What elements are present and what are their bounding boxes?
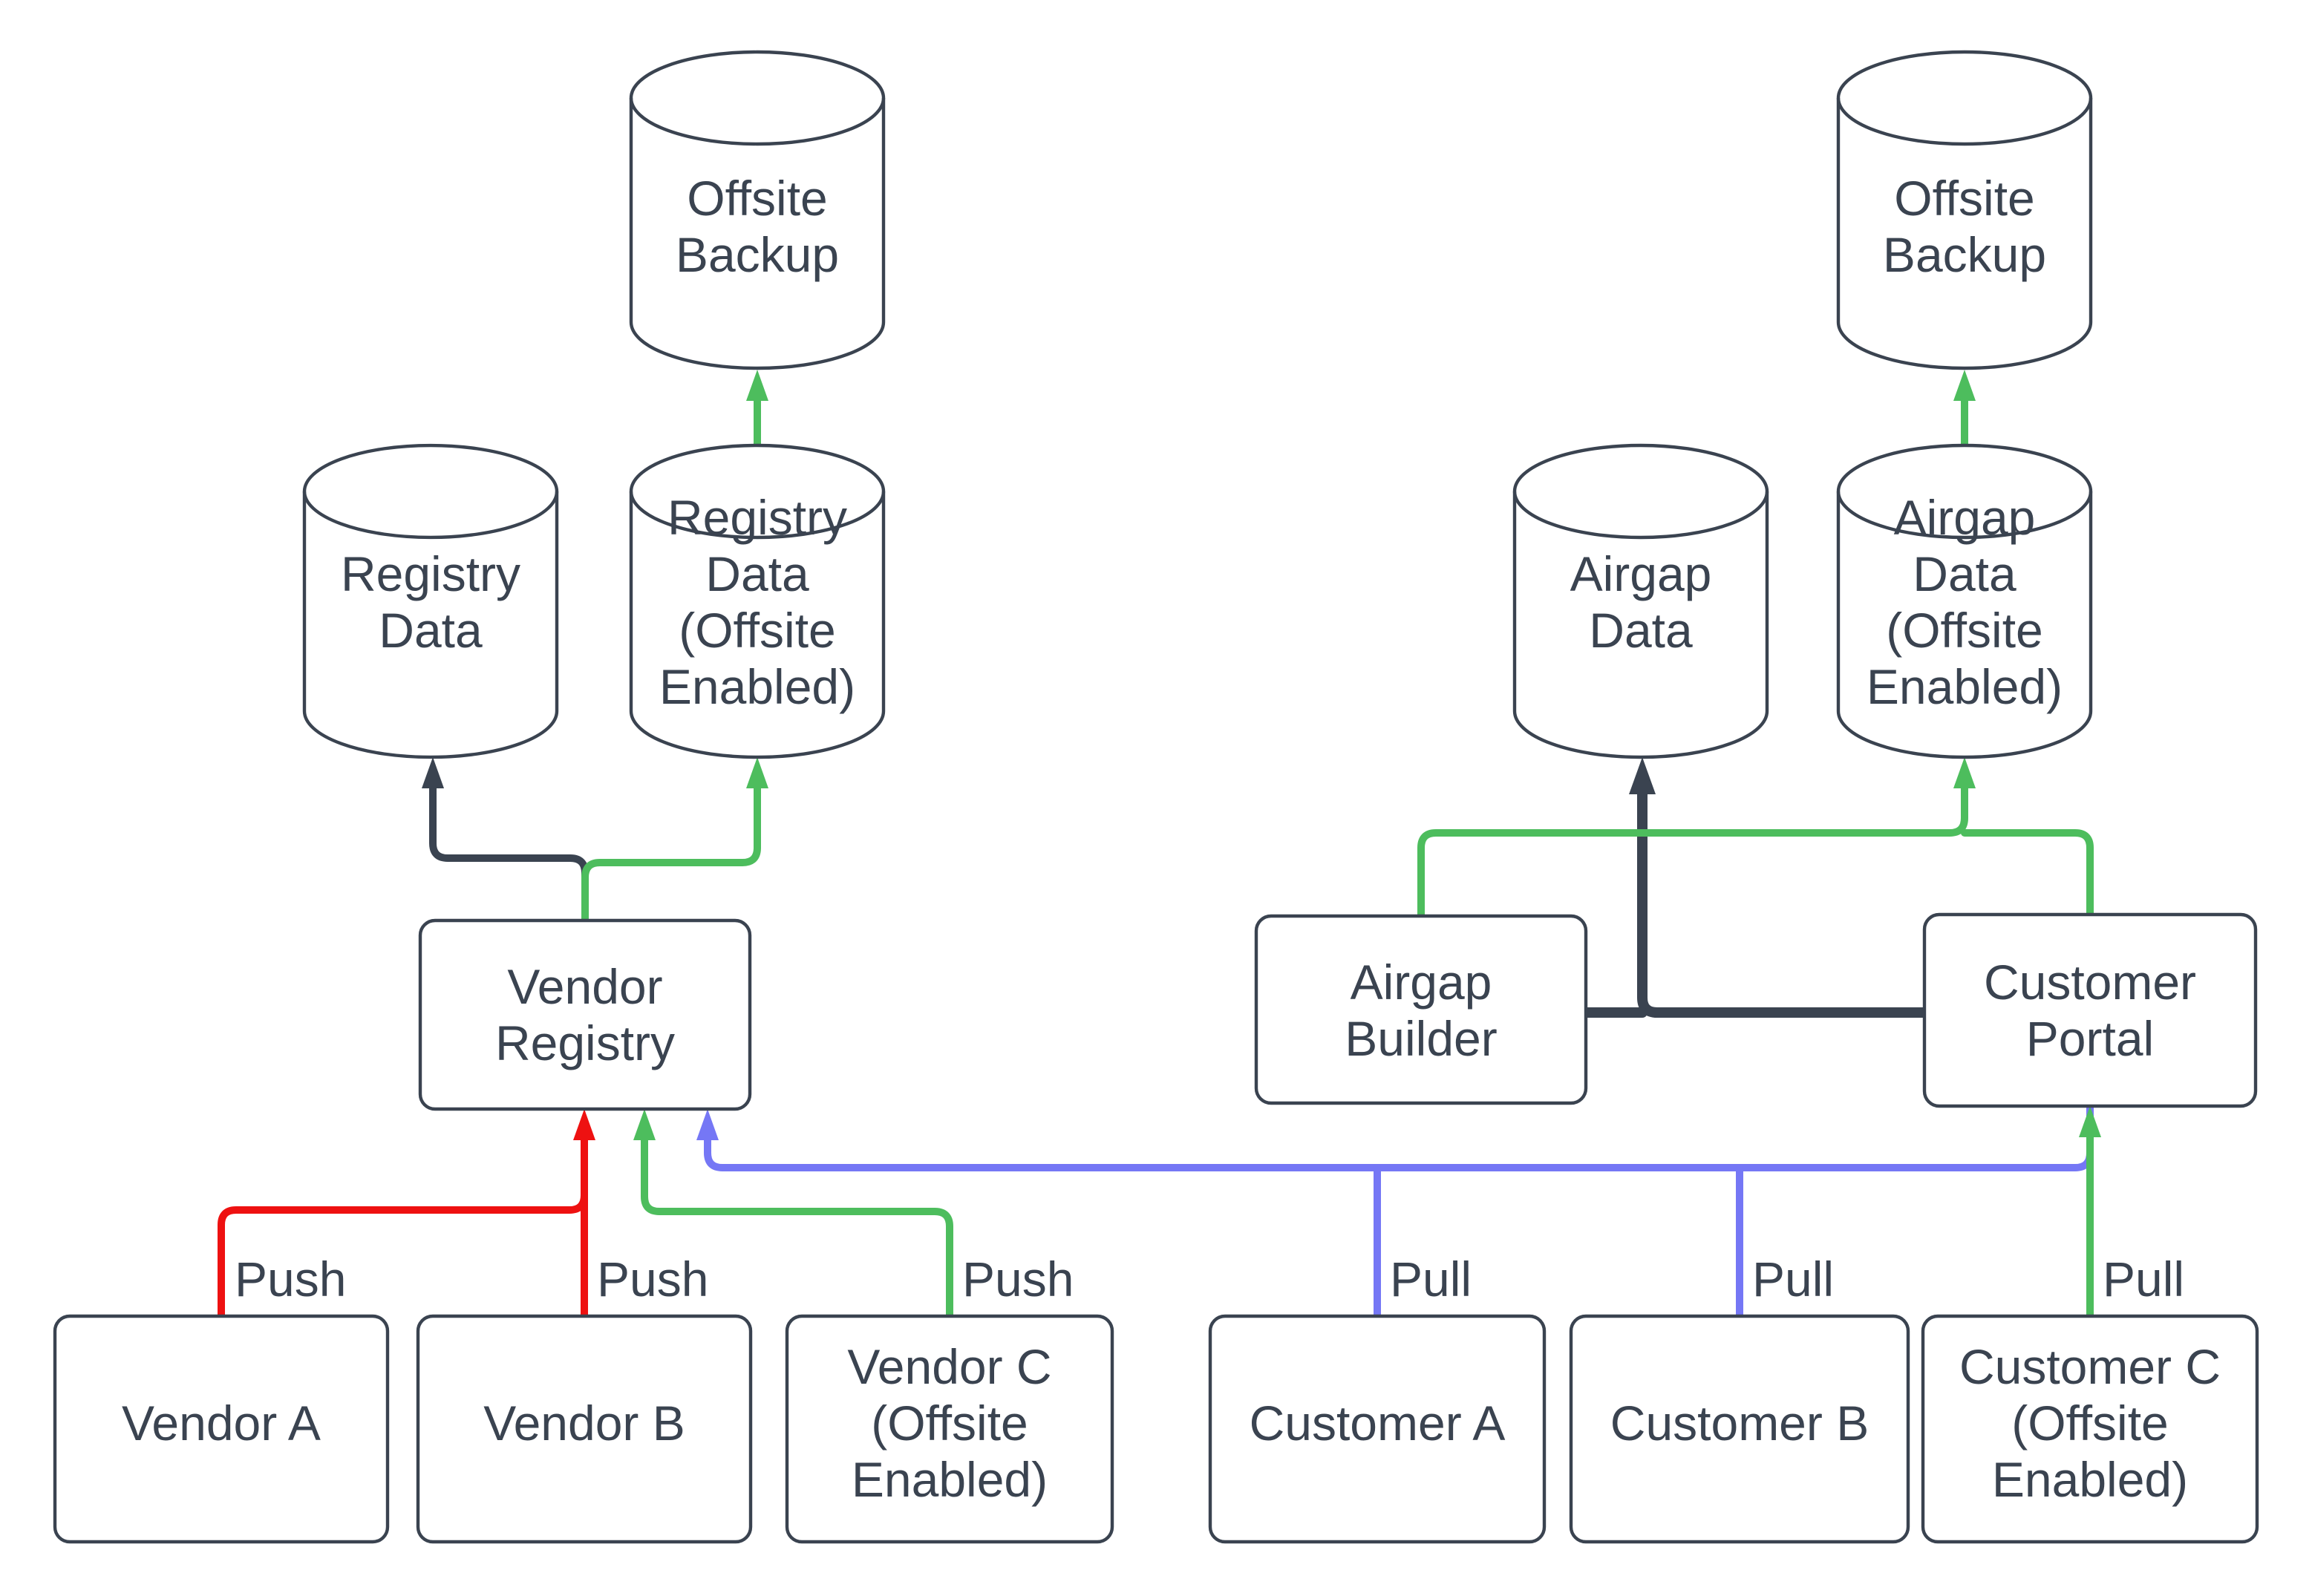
edge-airgap-builder-to-airgap-data-offsite bbox=[1417, 782, 1968, 920]
arrowhead-into-offsite-backup-right bbox=[1953, 370, 1976, 401]
registry-data-body bbox=[302, 443, 559, 759]
edge-label-pull-customer-c: Pull bbox=[2103, 1252, 2184, 1306]
arrowhead-into-airgap-data bbox=[1629, 757, 1656, 794]
registry-data-offsite-label: (Offsite bbox=[679, 603, 836, 658]
registry-data-offsite-label: Registry bbox=[667, 490, 847, 545]
cylinder-registry-data: Registry Data bbox=[302, 443, 559, 759]
edge-label-push-vendor-b: Push bbox=[597, 1252, 708, 1306]
arrowhead-into-offsite-backup-left bbox=[746, 370, 768, 401]
vendor-c-box bbox=[785, 1314, 1114, 1544]
vendor-registry-box bbox=[418, 918, 752, 1111]
edge-vendor-registry-to-registry-data bbox=[429, 782, 589, 924]
box-customer-portal: Customer Portal bbox=[1922, 912, 2258, 1108]
airgap-data-offsite-top-arc bbox=[1836, 491, 2093, 540]
edge-group-green-pull bbox=[2079, 1106, 2101, 1320]
airgap-data-offsite-label: Enabled) bbox=[1867, 659, 2063, 714]
registry-data-label: Data bbox=[379, 603, 483, 658]
cylinder-airgap-data: Airgap Data bbox=[1512, 443, 1769, 759]
box-vendor-b: Vendor B bbox=[416, 1314, 753, 1544]
box-customer-a: Customer A bbox=[1208, 1314, 1547, 1544]
offsite-backup-left-body bbox=[629, 50, 886, 370]
edge-label-pull-customer-b: Pull bbox=[1752, 1252, 1834, 1306]
customer-b-label: Customer B bbox=[1610, 1396, 1869, 1451]
airgap-builder-label: Airgap bbox=[1351, 955, 1492, 1010]
cylinder-offsite-backup-left: Offsite Backup bbox=[629, 50, 886, 370]
airgap-builder-box bbox=[1254, 914, 1588, 1105]
cylinder-airgap-data-offsite: Airgap Data (Offsite Enabled) bbox=[1836, 443, 2093, 759]
edge-group-green-right bbox=[1417, 370, 2094, 920]
arrowhead-into-registry-data-offsite bbox=[746, 757, 768, 788]
edge-customer-portal-to-airgap-data bbox=[1637, 786, 1930, 1018]
offsite-backup-right-top-arc bbox=[1836, 97, 2093, 146]
offsite-backup-left-top-arc bbox=[629, 97, 886, 146]
offsite-backup-right-body bbox=[1836, 50, 2093, 370]
airgap-data-offsite-label: (Offsite bbox=[1886, 603, 2043, 658]
airgap-data-top-arc bbox=[1512, 491, 1769, 540]
offsite-backup-left-label: Offsite bbox=[687, 171, 828, 226]
arrowhead-green-into-vendor-registry bbox=[633, 1109, 656, 1140]
airgap-data-offsite-label: Airgap bbox=[1894, 490, 2036, 545]
cylinder-offsite-backup-right: Offsite Backup bbox=[1836, 50, 2093, 370]
vendor-registry-label: Vendor bbox=[507, 959, 662, 1014]
edge-label-push-vendor-c: Push bbox=[962, 1252, 1074, 1306]
offsite-backup-left-label: Backup bbox=[676, 227, 839, 282]
cylinder-registry-data-offsite: Registry Data (Offsite Enabled) bbox=[629, 443, 886, 759]
customer-c-label: (Offsite bbox=[2011, 1396, 2169, 1451]
airgap-data-offsite-body bbox=[1836, 443, 2093, 759]
box-vendor-c: Vendor C (Offsite Enabled) bbox=[785, 1314, 1114, 1544]
vendor-b-label: Vendor B bbox=[483, 1396, 685, 1451]
arrowhead-into-customer-portal bbox=[2079, 1106, 2101, 1137]
registry-data-top-arc bbox=[302, 491, 559, 540]
edge-vendor-c-to-vendor-registry bbox=[641, 1134, 953, 1320]
edge-group-dark-airgap bbox=[1582, 757, 1930, 1018]
edge-label-pull-customer-a: Pull bbox=[1390, 1252, 1472, 1306]
airgap-data-label: Data bbox=[1589, 603, 1693, 658]
vendor-c-label: Enabled) bbox=[852, 1452, 1048, 1507]
arrowhead-violet-into-vendor-registry bbox=[696, 1109, 719, 1140]
registry-data-offsite-top-arc bbox=[629, 491, 886, 540]
airgap-data-label: Airgap bbox=[1570, 546, 1712, 601]
vendor-b-box bbox=[416, 1314, 753, 1544]
arrowhead-red-into-vendor-registry bbox=[573, 1109, 595, 1140]
vendor-registry-label: Registry bbox=[495, 1016, 675, 1070]
customer-portal-label: Portal bbox=[2026, 1011, 2154, 1066]
offsite-backup-right-label: Offsite bbox=[1894, 171, 2035, 226]
box-customer-c: Customer C (Offsite Enabled) bbox=[1921, 1314, 2259, 1544]
box-vendor-a: Vendor A bbox=[53, 1314, 390, 1544]
vendor-a-box bbox=[53, 1314, 390, 1544]
vendor-a-label: Vendor A bbox=[122, 1396, 321, 1451]
customer-c-label: Customer C bbox=[1959, 1339, 2221, 1394]
edge-vendor-registry-to-registry-data-offsite bbox=[581, 782, 761, 924]
arrowhead-into-airgap-data-offsite bbox=[1953, 757, 1976, 788]
airgap-data-body bbox=[1512, 443, 1769, 759]
airgap-data-offsite-label: Data bbox=[1913, 546, 2017, 601]
edge-group-green-left bbox=[581, 370, 768, 924]
edge-label-push-vendor-a: Push bbox=[235, 1252, 346, 1306]
offsite-backup-right-label: Backup bbox=[1883, 227, 2046, 282]
box-airgap-builder: Airgap Builder bbox=[1254, 914, 1588, 1105]
airgap-builder-label: Builder bbox=[1345, 1011, 1497, 1066]
customer-a-label: Customer A bbox=[1250, 1396, 1506, 1451]
edge-customer-portal-to-airgap-data-offsite bbox=[1961, 829, 2094, 918]
edge-customer-portal-to-vendor-registry bbox=[704, 1102, 2094, 1171]
box-vendor-registry: Vendor Registry bbox=[418, 918, 752, 1111]
arrowhead-into-registry-data bbox=[422, 757, 444, 788]
registry-data-offsite-body bbox=[629, 443, 886, 759]
registry-data-label: Registry bbox=[341, 546, 520, 601]
vendor-c-label: (Offsite bbox=[871, 1396, 1028, 1451]
edge-group-green-push bbox=[633, 1109, 953, 1320]
customer-a-box bbox=[1208, 1314, 1547, 1544]
customer-portal-label: Customer bbox=[1984, 955, 2196, 1010]
customer-b-box bbox=[1569, 1314, 1910, 1544]
customer-c-box bbox=[1921, 1314, 2259, 1544]
edge-group-red-push bbox=[218, 1109, 595, 1320]
registry-data-offsite-label: Enabled) bbox=[659, 659, 855, 714]
edge-group-dark-registry bbox=[422, 757, 589, 924]
registry-data-offsite-label: Data bbox=[705, 546, 809, 601]
vendor-c-label: Vendor C bbox=[847, 1339, 1051, 1394]
customer-portal-box bbox=[1922, 912, 2258, 1108]
customer-c-label: Enabled) bbox=[1992, 1452, 2188, 1507]
box-customer-b: Customer B bbox=[1569, 1314, 1910, 1544]
